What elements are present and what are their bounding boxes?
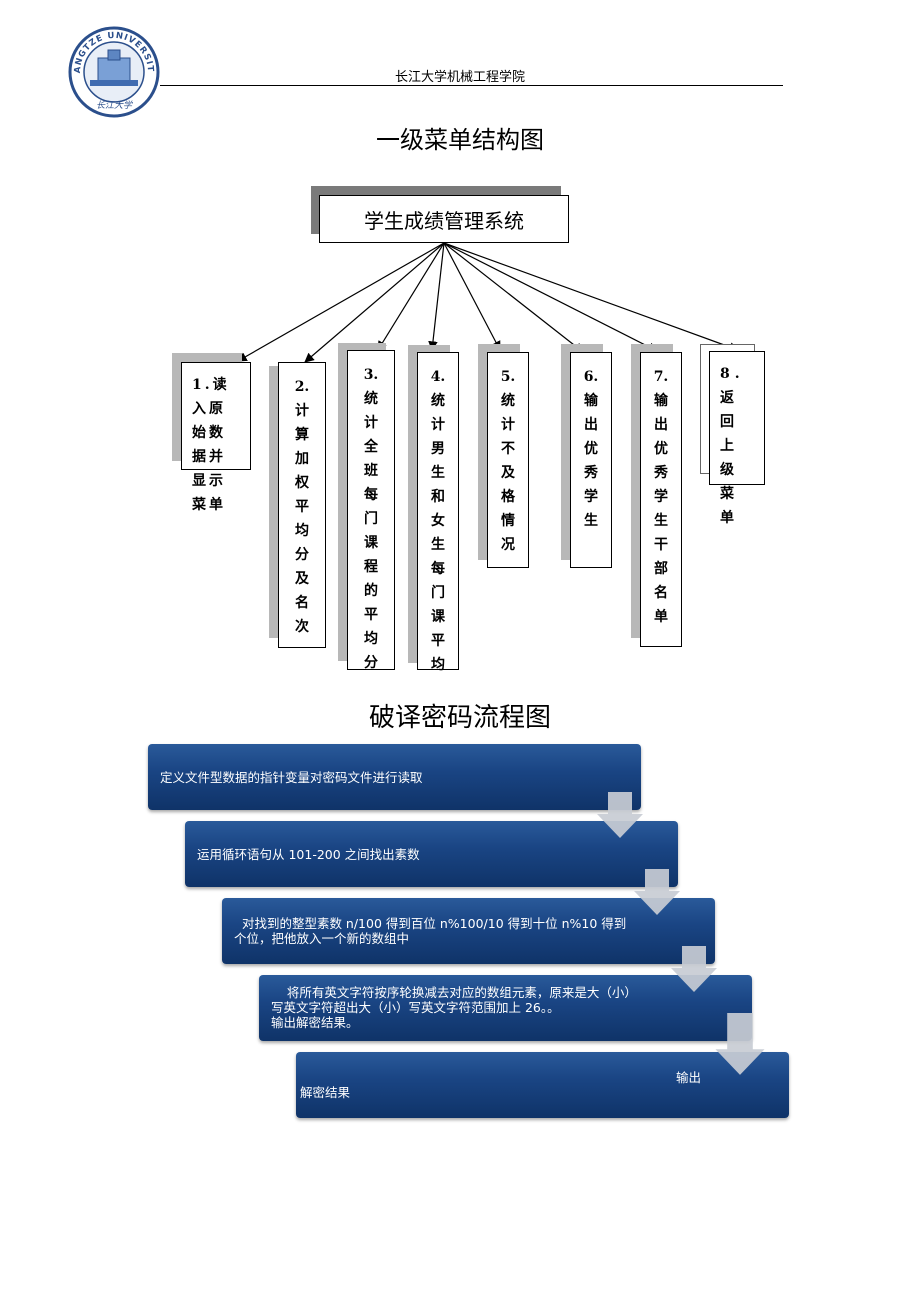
down-arrow-icon <box>671 946 717 992</box>
menu-item-7: 7.输出优秀学生干部名单 <box>640 352 682 647</box>
arrow-item-3 <box>377 242 445 351</box>
menu-item-1: 1.读入原始数据并显示菜单 <box>181 362 251 513</box>
flow-step-4: 将所有英文字符按序轮换减去对应的数组元素，原来是大（小） 写英文字符超出大（小）… <box>259 975 752 1041</box>
root-system-box: 学生成绩管理系统 <box>319 195 569 243</box>
arrow-item-5 <box>443 242 501 351</box>
menu-item-4: 4.统计男生和女生每门课平均 <box>417 352 459 673</box>
down-arrow-icon <box>597 792 643 838</box>
flow-step-5-text-right: 输出 <box>676 1070 702 1085</box>
flow-step-4-text: 将所有英文字符按序轮换减去对应的数组元素，原来是大（小） 写英文字符超出大（小）… <box>271 985 637 1030</box>
arrow-item-7 <box>443 242 658 352</box>
arrow-item-2 <box>304 242 445 363</box>
menu-item-8: 8.返回上级菜单 <box>709 351 765 526</box>
down-arrow-icon <box>715 1013 765 1075</box>
flow-step-2-text: 运用循环语句从 101-200 之间找出素数 <box>197 847 420 862</box>
arrow-item-1 <box>237 242 445 362</box>
arrow-item-8 <box>443 242 739 352</box>
flow-step-1-text: 定义文件型数据的指针变量对密码文件进行读取 <box>160 770 423 785</box>
flow-chart-title: 破译密码流程图 <box>368 703 551 733</box>
flow-step-5-text-left: 解密结果 <box>300 1085 351 1100</box>
menu-item-2: 2.计算加权平均分及名次 <box>278 362 326 648</box>
arrow-item-6 <box>443 242 584 353</box>
flow-step-3-text: 对找到的整型素数 n/100 得到百位 n%100/10 得到十位 n%10 得… <box>234 916 627 946</box>
flow-step-3: 对找到的整型素数 n/100 得到百位 n%100/10 得到十位 n%10 得… <box>222 898 715 964</box>
flow-step-5: 输出 解密结果 <box>296 1052 789 1118</box>
header-institution: 长江大学机械工程学院 <box>394 70 525 85</box>
down-arrow-icon <box>634 869 680 915</box>
header-rule <box>160 85 783 86</box>
menu-item-6: 6.输出优秀学生 <box>570 352 612 568</box>
university-logo: YANGTZE UNIVERSITY 长江大学 <box>63 17 160 120</box>
flow-step-2: 运用循环语句从 101-200 之间找出素数 <box>185 821 678 887</box>
arrow-item-4 <box>428 242 445 351</box>
menu-arrows <box>237 242 739 363</box>
flow-step-1: 定义文件型数据的指针变量对密码文件进行读取 <box>148 744 641 810</box>
logo-script: 长江大学 <box>96 100 133 111</box>
menu-item-5: 5.统计不及格情况 <box>487 352 529 568</box>
menu-chart-title: 一级菜单结构图 <box>376 126 544 154</box>
menu-item-3: 3.统计全班每门课程的平均分 <box>347 350 395 671</box>
